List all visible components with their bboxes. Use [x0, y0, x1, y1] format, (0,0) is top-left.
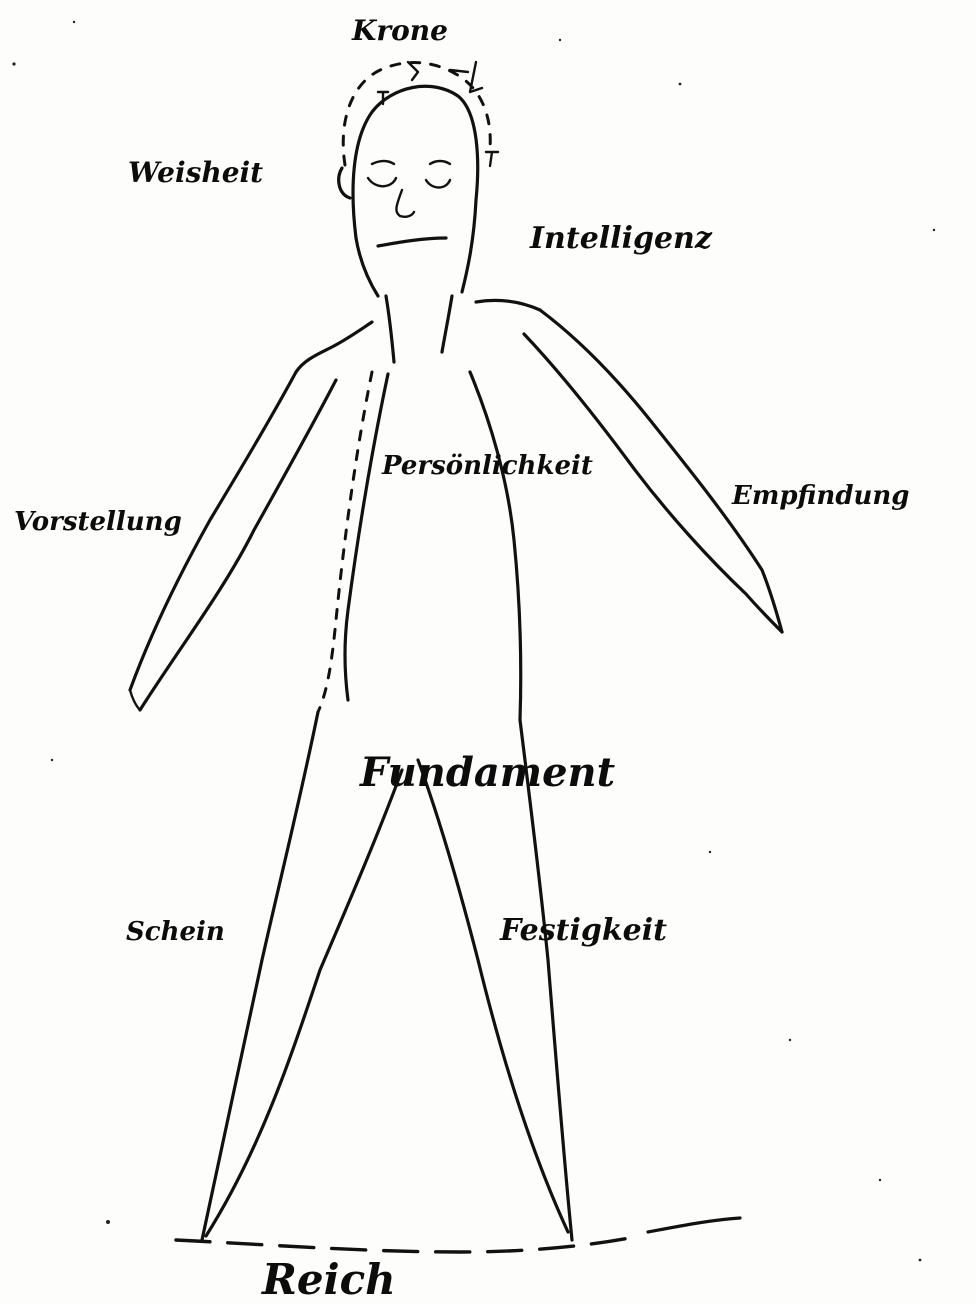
label-vorstellung: Vorstellung — [14, 507, 182, 537]
arm-left — [130, 372, 336, 710]
label-intelligenz: Intelligenz — [529, 221, 713, 256]
label-festigkeit: Festigkeit — [499, 913, 667, 948]
label-reich: Reich — [261, 1255, 396, 1304]
neck — [386, 296, 452, 362]
label-schein: Schein — [126, 917, 225, 947]
label-fundament: Fundament — [359, 749, 616, 796]
label-empfindung: Empfindung — [731, 481, 909, 511]
ground-line — [176, 1218, 740, 1252]
label-krone: Krone — [351, 14, 448, 47]
crown-dashes — [343, 62, 498, 166]
torso — [296, 300, 540, 720]
label-weisheit: Weisheit — [128, 156, 263, 189]
label-persoenlichkeit: Persönlichkeit — [381, 451, 593, 481]
head — [339, 86, 478, 296]
